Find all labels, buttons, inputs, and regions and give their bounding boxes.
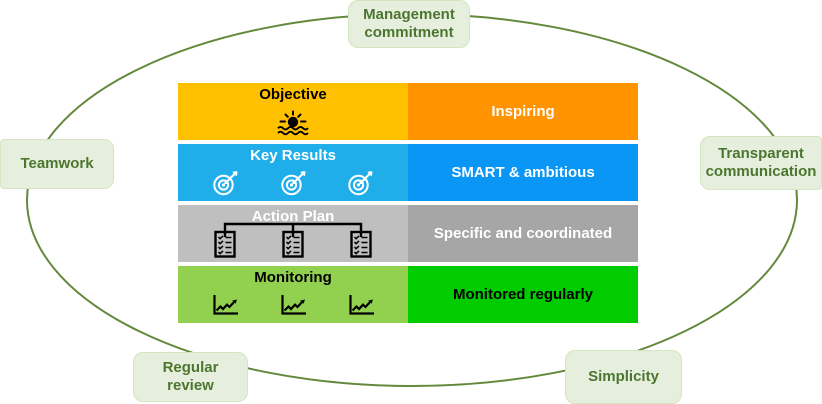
action-plan-attribute-label: Specific and coordinated — [433, 225, 613, 242]
objective-icons — [178, 104, 408, 140]
row-title-monitoring: Monitoring — [254, 269, 332, 286]
bubble-simplicity: Simplicity — [565, 350, 682, 404]
bubble-regular-review: Regular review — [133, 352, 248, 402]
monitoring-attribute-cell: Monitored regularly — [408, 266, 638, 323]
action-plan-icons — [178, 222, 408, 262]
bubble-label: Simplicity — [588, 368, 659, 385]
key-results-cell: Key Results — [178, 144, 408, 201]
table-row-action-plan: Action Plan — [178, 205, 638, 262]
monitoring-icons — [178, 287, 408, 323]
objective-attribute-cell: Inspiring — [408, 83, 638, 140]
bubble-transparent-communication: Transparent communication — [700, 136, 822, 190]
table-row-monitoring: Monitoring — [178, 266, 638, 323]
key-results-attribute-label: SMART & ambitious — [451, 164, 595, 181]
monitoring-attribute-label: Monitored regularly — [452, 286, 594, 303]
target-icon — [347, 170, 374, 197]
objective-attribute-label: Inspiring — [491, 103, 555, 120]
key-results-attribute-cell: SMART & ambitious — [408, 144, 638, 201]
objective-cell: Objective — [178, 83, 408, 140]
bubble-label: Management commitment — [363, 6, 455, 41]
action-plan-attribute-cell: Specific and coordinated — [408, 205, 638, 262]
sunrise-icon — [274, 109, 312, 136]
target-icon — [280, 170, 307, 197]
bubble-label: Regular review — [162, 359, 219, 394]
row-title-objective: Objective — [259, 86, 327, 103]
line-chart-icon — [346, 292, 376, 318]
checklist-icon — [350, 230, 372, 258]
bubble-management-commitment: Management commitment — [348, 0, 470, 48]
target-icon — [212, 170, 239, 197]
bubble-teamwork: Teamwork — [0, 139, 114, 189]
action-plan-cell: Action Plan — [178, 205, 408, 262]
bubble-label: Transparent communication — [705, 145, 817, 180]
bubble-label: Teamwork — [20, 155, 94, 172]
okr-table: Objective — [178, 83, 638, 327]
table-row-key-results: Key Results — [178, 144, 638, 201]
row-title-action-plan: Action Plan — [251, 208, 335, 225]
key-results-icons — [178, 165, 408, 201]
checklist-icon — [214, 230, 236, 258]
row-title-key-results: Key Results — [250, 147, 336, 164]
line-chart-icon — [210, 292, 240, 318]
monitoring-cell: Monitoring — [178, 266, 408, 323]
line-chart-icon — [278, 292, 308, 318]
checklist-icon — [282, 230, 304, 258]
table-row-objective: Objective — [178, 83, 638, 140]
